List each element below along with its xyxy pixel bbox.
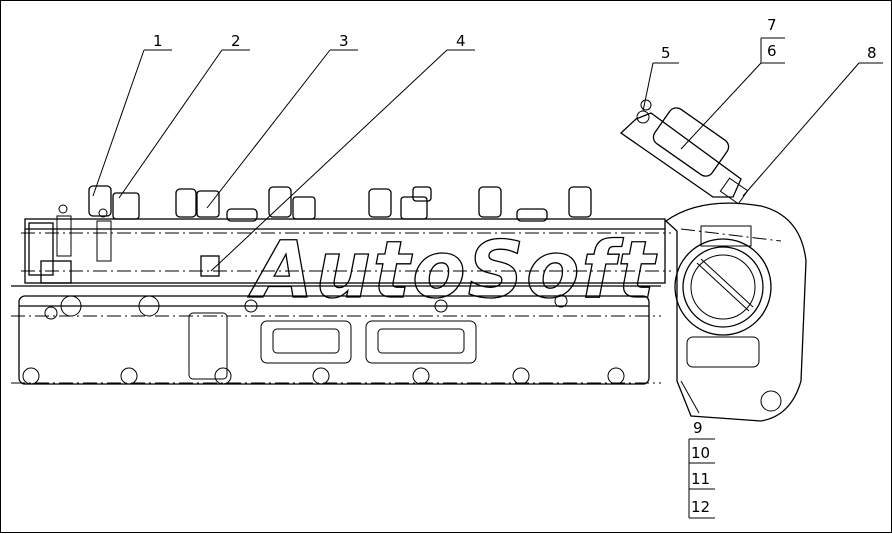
callout-label-10: 10: [691, 444, 710, 462]
callout-3: 3: [206, 32, 358, 209]
callout-6-7: 7 6: [680, 16, 785, 150]
callout-label-12: 12: [691, 498, 710, 516]
callout-label-4: 4: [456, 32, 466, 50]
callout-5: 5: [642, 44, 679, 112]
watermark-text: AutoSoft: [247, 226, 657, 316]
callout-label-9: 9: [693, 419, 703, 437]
callout-label-2: 2: [231, 32, 241, 50]
callout-label-11: 11: [691, 470, 710, 488]
callout-9-12: 9 10 11 12: [680, 380, 715, 519]
callout-label-3: 3: [339, 32, 349, 50]
callout-4: 4: [210, 32, 475, 272]
actuator-assembly: [619, 99, 749, 205]
callout-label-1: 1: [153, 32, 163, 50]
callout-label-7: 7: [767, 16, 777, 34]
callout-label-8: 8: [867, 44, 877, 62]
throttle-housing: [664, 202, 807, 422]
manifold-body: [11, 218, 671, 385]
injector-row: [56, 185, 592, 277]
callout-2: 2: [118, 32, 250, 199]
callout-label-5: 5: [661, 44, 671, 62]
callout-label-6: 6: [767, 42, 777, 60]
callout-1: 1: [92, 32, 172, 197]
callout-8: 8: [742, 44, 883, 197]
